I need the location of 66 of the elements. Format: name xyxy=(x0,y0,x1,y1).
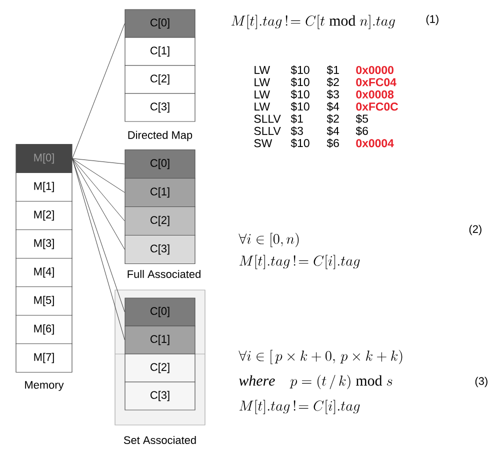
memory-cell: M[4] xyxy=(16,258,72,288)
connector-line xyxy=(72,158,125,250)
equation-number: (2) xyxy=(469,224,482,236)
instruction-cell: $2 xyxy=(326,114,339,124)
cache-cell: C[1] xyxy=(124,178,196,208)
cache-cell: C[3] xyxy=(124,234,196,264)
instruction-cell: 0xFC04 xyxy=(356,78,396,86)
memory-cell: M[7] xyxy=(16,343,72,373)
equation-number: (1) xyxy=(426,14,438,26)
caption-text: Directed Map xyxy=(128,130,192,142)
connector-line xyxy=(72,158,125,340)
instruction-cell: $10 xyxy=(290,65,310,75)
formula: $M[t].tag\,!\!=C[t\bmod n].tag$ xyxy=(231,14,395,30)
memory-cell: M[2] xyxy=(16,200,72,230)
memory-cell: M[6] xyxy=(16,314,72,344)
instruction-cell: $4 xyxy=(326,126,340,136)
instruction-cell: SLLV xyxy=(254,114,281,123)
instruction-cell: $6 xyxy=(326,138,339,148)
instruction-cell: 0x0008 xyxy=(356,90,394,98)
caption-text: Set Associated xyxy=(124,436,196,444)
instruction-cell: $4 xyxy=(326,102,340,112)
equation-number: (3) xyxy=(475,376,488,388)
instruction-cell: $10 xyxy=(290,138,310,148)
instruction-cell: $10 xyxy=(290,90,310,100)
formula: $M[t].tag\,!\!=C[i].tag$ xyxy=(239,400,360,414)
instruction-cell: 0x0000 xyxy=(356,66,394,74)
cache-cell: C[1] xyxy=(124,37,196,66)
instruction-cell: $5 xyxy=(356,114,368,124)
instruction-cell: $10 xyxy=(290,102,310,112)
instruction-cell: SLLV xyxy=(254,126,281,136)
formula: $\forall i\in[\,p\times k+0,\,p\times k+k)$ xyxy=(238,350,402,364)
formula: $M[t].tag\,!\!=C[i].tag$ xyxy=(239,254,360,270)
connector-line xyxy=(72,158,125,193)
cache-cell: C[3] xyxy=(124,93,196,122)
instruction-cell: $1 xyxy=(326,65,339,75)
connector-line xyxy=(72,158,125,222)
cache-cell: C[0] xyxy=(124,9,196,38)
formula: $\mathit{where}\quad p=(t\,/\,k)\bmod s$ xyxy=(239,374,392,390)
instruction-cell: LW xyxy=(254,90,270,98)
instruction-cell: LW xyxy=(254,66,270,74)
cache-cell: C[0] xyxy=(124,149,196,179)
instruction-cell: $2 xyxy=(326,78,339,87)
memory-cell: M[0] xyxy=(16,144,72,174)
caption-text: Full Associated xyxy=(128,270,200,278)
instruction-cell: LW xyxy=(254,102,270,111)
memory-cell: M[3] xyxy=(16,229,72,259)
instruction-cell: 0x0004 xyxy=(356,139,394,148)
instruction-cell: $3 xyxy=(326,90,339,100)
cache-cell: C[2] xyxy=(124,65,196,94)
instruction-cell: LW xyxy=(254,78,270,86)
cache-cell: C[2] xyxy=(124,354,196,382)
memory-cell: M[5] xyxy=(16,286,72,316)
connector-line xyxy=(72,158,125,164)
cache-cell: C[3] xyxy=(124,382,196,410)
cache-cell: C[2] xyxy=(124,206,196,236)
connector-line xyxy=(72,23,125,159)
instruction-cell: SW xyxy=(254,139,272,148)
memory-cell: M[1] xyxy=(16,172,72,202)
instruction-cell: $1 xyxy=(290,114,303,124)
cache-cell: C[0] xyxy=(124,298,196,326)
instruction-cell: $10 xyxy=(290,78,310,87)
instruction-cell: $3 xyxy=(290,126,303,136)
instruction-cell: $6 xyxy=(356,126,368,136)
cache-cell: C[1] xyxy=(124,326,196,354)
instruction-cell: 0xFC0C xyxy=(356,102,398,111)
formula: $\forall i\in[0,n)$ xyxy=(238,232,299,248)
